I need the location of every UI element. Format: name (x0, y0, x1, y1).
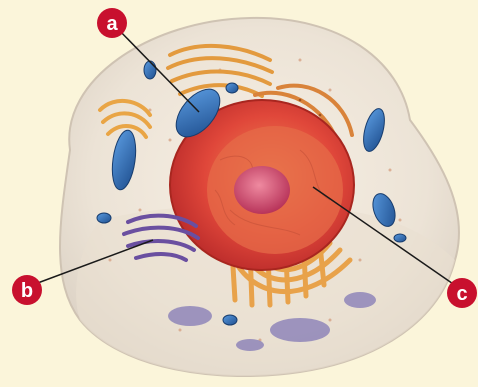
nucleolus (234, 166, 290, 214)
callout-b-label: b (21, 280, 33, 302)
callout-c: c (447, 278, 477, 308)
callout-c-label: c (456, 283, 467, 305)
callout-a: a (97, 8, 127, 38)
callout-b: b (12, 275, 42, 305)
callout-a-label: a (106, 13, 118, 35)
